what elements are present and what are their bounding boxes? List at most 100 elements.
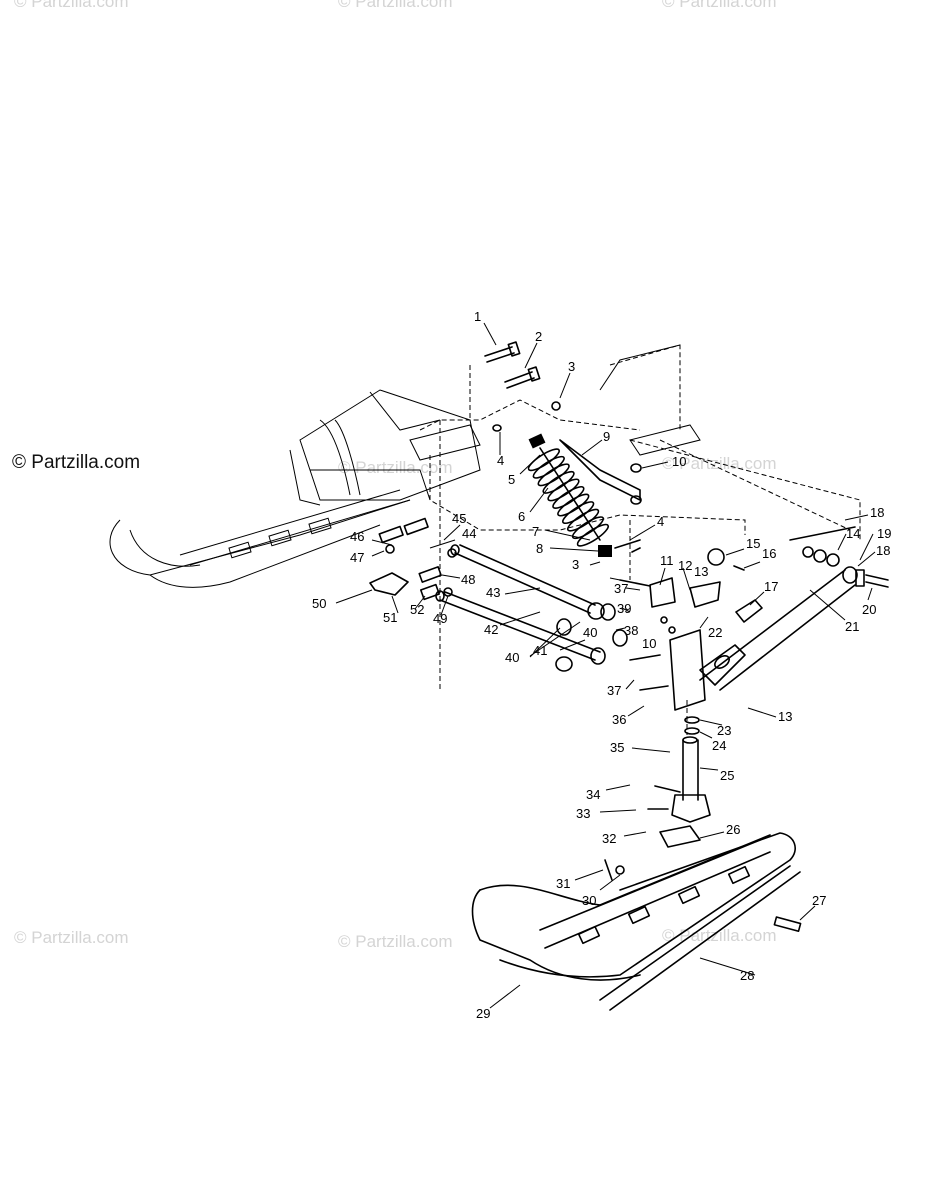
left-frame-assembly (109, 389, 481, 588)
watermark-bottom-left: © Partzilla.com (14, 928, 129, 947)
callout-22: 22 (708, 625, 722, 640)
callout-26: 26 (726, 822, 740, 837)
callout-39: 39 (617, 601, 631, 616)
callout-8: 8 (536, 541, 543, 556)
callout-2: 2 (535, 329, 542, 344)
callout-41: 41 (533, 643, 547, 658)
callout-3a: 3 (568, 359, 575, 374)
callout-1: 1 (474, 309, 481, 324)
callout-40b: 40 (505, 650, 519, 665)
callout-labels: 1 2 3 4 5 6 7 8 3 9 10 4 11 12 13 15 16 … (312, 309, 891, 1021)
callout-18b: 18 (876, 543, 890, 558)
callout-52: 52 (410, 602, 424, 617)
callout-24: 24 (712, 738, 726, 753)
washer-4-top (630, 495, 642, 505)
washer-10-top (630, 463, 642, 473)
callout-45: 45 (452, 511, 466, 526)
callout-37a: 37 (614, 581, 628, 596)
callout-23: 23 (717, 723, 731, 738)
callout-18a: 18 (870, 505, 884, 520)
plate-12 (689, 581, 721, 608)
callout-27: 27 (812, 893, 826, 908)
callout-42: 42 (484, 622, 498, 637)
callout-21: 21 (845, 619, 859, 634)
bushing-19b (826, 553, 840, 567)
callout-14: 14 (846, 526, 860, 541)
pin-18 (789, 526, 856, 541)
callout-25: 25 (720, 768, 734, 783)
bolt-2 (504, 366, 541, 389)
tie-rod-42 (435, 590, 606, 665)
left-hardware (369, 517, 457, 601)
bolt-1 (484, 341, 521, 363)
watermark-top-left: © Partzilla.com (14, 0, 129, 11)
leader-lines (335, 322, 876, 1009)
right-arm-21 (699, 566, 858, 691)
callout-40a: 40 (583, 625, 597, 640)
callout-49: 49 (433, 611, 447, 626)
callout-29: 29 (476, 1006, 490, 1021)
block-17 (735, 599, 763, 623)
callout-19: 19 (877, 526, 891, 541)
callout-10b: 10 (642, 636, 656, 651)
callout-20: 20 (862, 602, 876, 617)
callout-36: 36 (612, 712, 626, 727)
bushing-15 (707, 548, 725, 566)
bracket-9 (559, 439, 641, 501)
watermark-top-right: © Partzilla.com (662, 0, 777, 11)
ski-assembly (471, 825, 802, 1011)
callout-13b: 13 (778, 709, 792, 724)
callout-32: 32 (602, 831, 616, 846)
callout-47: 47 (350, 550, 364, 565)
bushing-40b (612, 629, 628, 647)
callout-15: 15 (746, 536, 760, 551)
callout-50: 50 (312, 596, 326, 611)
watermark-bottom-center: © Partzilla.com (338, 932, 453, 951)
callout-12: 12 (678, 558, 692, 573)
spindle-assembly (619, 577, 711, 823)
washer-4-left (492, 424, 502, 432)
bushing-39 (600, 603, 616, 621)
watermark-mid-center: © Partzilla.com (338, 458, 453, 477)
callout-35: 35 (610, 740, 624, 755)
callout-13a: 13 (694, 564, 708, 579)
shock-absorber (527, 433, 641, 557)
bushing-40a (556, 618, 572, 636)
callout-7: 7 (532, 524, 539, 539)
callout-9: 9 (603, 429, 610, 444)
callout-38: 38 (624, 623, 638, 638)
callout-11: 11 (660, 553, 674, 568)
callout-43: 43 (486, 585, 500, 600)
callout-16: 16 (762, 546, 776, 561)
bushing-19a (813, 549, 827, 563)
nut-3-top (551, 401, 561, 411)
callout-48: 48 (461, 572, 475, 587)
callout-33: 33 (576, 806, 590, 821)
callout-31: 31 (556, 876, 570, 891)
callout-3b: 3 (572, 557, 579, 572)
callout-10a: 10 (672, 454, 686, 469)
callout-6: 6 (518, 509, 525, 524)
screw-16 (733, 565, 745, 571)
tie-rod-43 (450, 544, 605, 620)
callout-37b: 37 (607, 683, 621, 698)
bolt-20 (865, 574, 889, 588)
callout-51: 51 (383, 610, 397, 625)
washer-14 (802, 546, 814, 558)
bushing-41 (555, 656, 573, 672)
callout-28: 28 (740, 968, 754, 983)
watermark-bottom-right: © Partzilla.com (662, 926, 777, 945)
bolt-20-head (855, 569, 865, 587)
brand-watermark: © Partzilla.com (12, 452, 141, 473)
callout-34: 34 (586, 787, 600, 802)
callout-5: 5 (508, 472, 515, 487)
callout-4b: 4 (657, 514, 664, 529)
callout-30: 30 (582, 893, 596, 908)
callout-46: 46 (350, 529, 364, 544)
callout-17: 17 (764, 579, 778, 594)
bulkhead-frame (409, 344, 861, 690)
callout-4a: 4 (497, 453, 504, 468)
callout-44: 44 (462, 526, 476, 541)
watermark-top-center: © Partzilla.com (338, 0, 453, 11)
